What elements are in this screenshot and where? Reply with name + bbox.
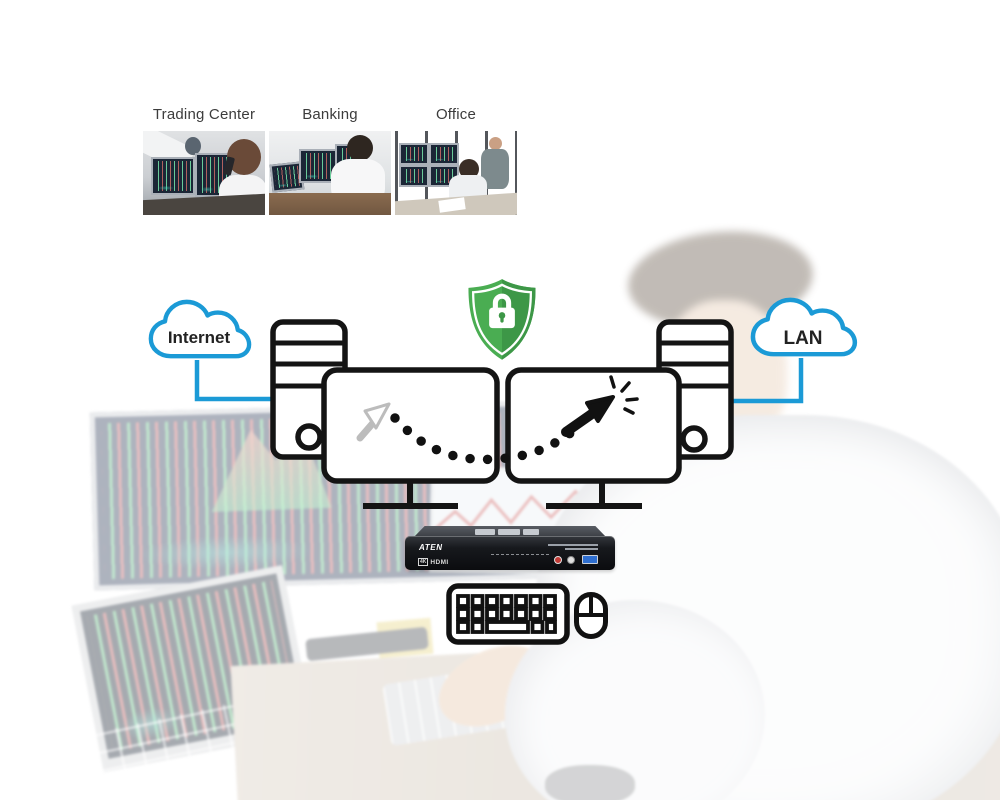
kvm-front-panel: ATEN 4K HDMI <box>405 536 615 570</box>
photo2-desk <box>269 193 391 215</box>
bg-red-line-chart <box>431 489 643 533</box>
shield-lock-icon <box>468 279 536 360</box>
hdmi-badge: 4K HDMI <box>418 558 449 566</box>
lan-cloud-icon: LAN <box>750 297 858 357</box>
mic-port <box>554 556 562 564</box>
photo-label-banking: Banking <box>302 106 358 123</box>
kvm-port2-button <box>523 529 539 535</box>
photo-banking <box>269 131 391 215</box>
kvm-model-text-2 <box>565 548 598 550</box>
photo1-person-back <box>185 137 201 155</box>
kvm-switch-device: ATEN 4K HDMI <box>405 526 615 574</box>
kvm-model-text <box>548 544 598 546</box>
click-spark-lines <box>609 375 639 415</box>
keyboard-icon <box>446 583 570 645</box>
kvm-port1-button <box>475 529 495 535</box>
photo2-chart-left <box>303 153 333 179</box>
kvm-front-groove <box>491 554 549 555</box>
photo1-chart-left <box>155 161 191 191</box>
photo3-standing-man-head <box>489 137 502 150</box>
lock-icon <box>489 293 515 329</box>
hdmi-label: HDMI <box>430 558 449 566</box>
internet-cloud-icon: Internet <box>148 299 252 359</box>
lan-label: LAN <box>783 328 822 349</box>
photo3-chart-2 <box>433 147 455 161</box>
lan-connection-line <box>720 358 804 404</box>
monitor-left-icon <box>321 367 500 509</box>
photo3-sitting-man-hair <box>459 159 479 179</box>
internet-label: Internet <box>168 328 231 347</box>
shield-inner-outline <box>472 283 532 356</box>
kvm-mode-button <box>498 529 520 535</box>
photo3-monitor-2 <box>429 143 459 165</box>
cursor-arrow-click-icon <box>561 375 639 437</box>
aten-logo: ATEN <box>419 543 443 552</box>
mouse-icon <box>574 592 608 639</box>
photo-label-trading-center: Trading Center <box>152 106 256 123</box>
internet-connection-line <box>194 360 280 402</box>
photo2-man-hair <box>347 135 373 161</box>
photo-label-office: Office <box>435 106 477 123</box>
photo1-monitor-left <box>151 157 195 195</box>
usb-port <box>582 555 598 564</box>
bg-chair <box>545 765 635 800</box>
photo3-chart-3 <box>403 169 425 183</box>
photo-office <box>395 131 517 215</box>
audio-port <box>567 556 575 564</box>
photo2-monitor-left <box>299 149 337 183</box>
photo3-monitor-1 <box>399 143 429 165</box>
4k-badge: 4K <box>418 558 429 566</box>
photo-trading-center <box>143 131 265 215</box>
photo3-chart-1 <box>403 147 425 161</box>
cursor-arrow-ghost-icon <box>356 402 391 442</box>
dotted-cursor-path <box>390 413 580 465</box>
spacebar-key <box>485 620 530 634</box>
monitor-right-icon <box>505 367 682 509</box>
bg-secondary-screen <box>429 466 652 576</box>
photo3-monitor-3 <box>399 165 429 187</box>
